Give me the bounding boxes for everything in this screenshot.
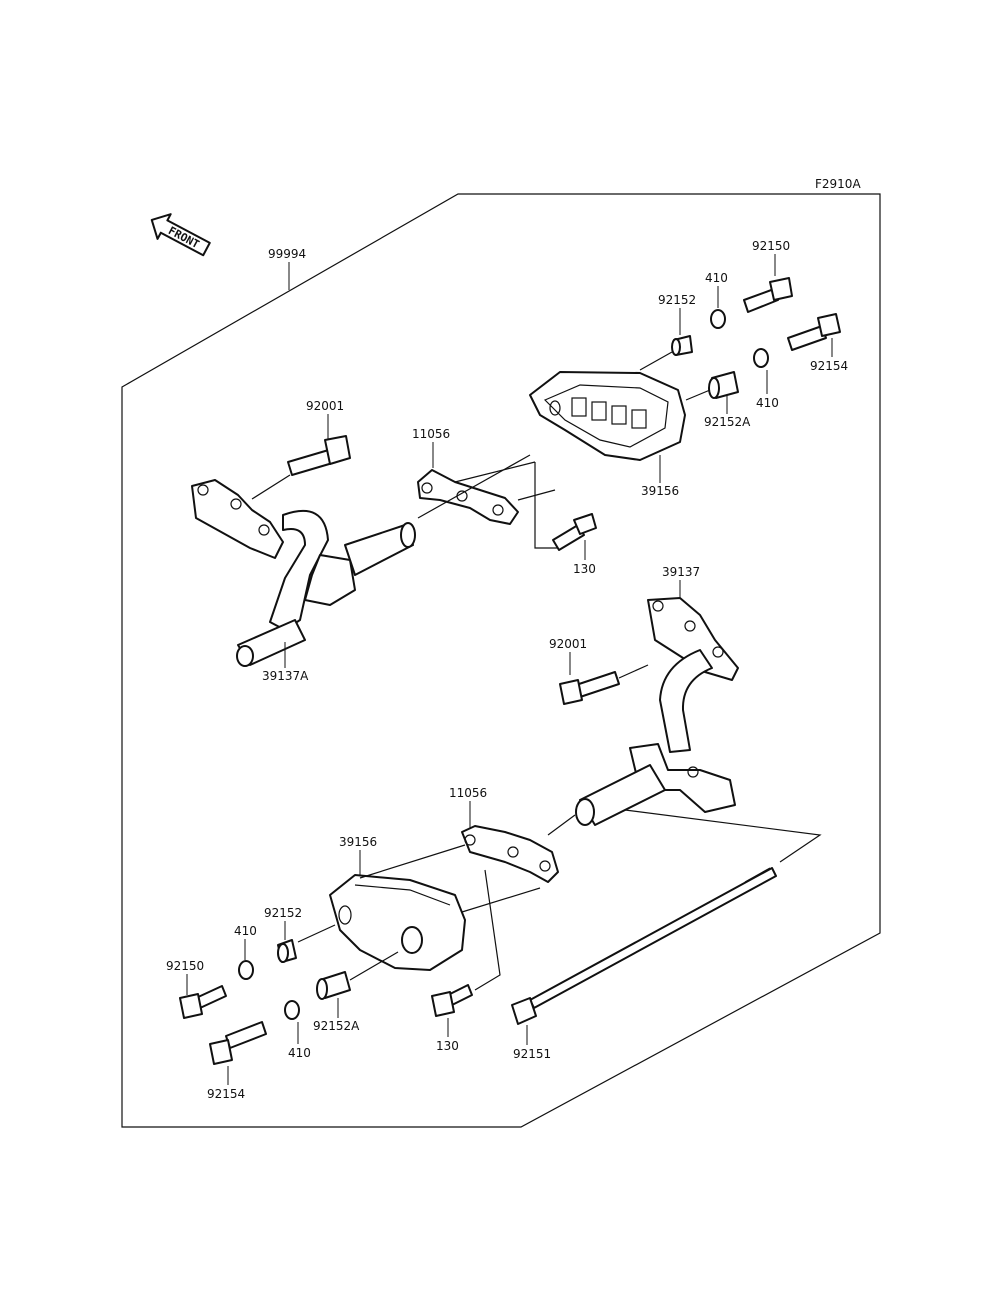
label-bolt-130-lower: 130 [436, 1039, 459, 1053]
figure-code: F2910A [815, 177, 861, 191]
label-bolt-lower-92150: 92150 [166, 959, 204, 973]
washer-410-upper-2 [753, 348, 769, 368]
label-bolt-upper-92154: 92154 [810, 359, 848, 373]
label-bolt-upper-92150: 92150 [752, 239, 790, 253]
bolt-92001-lower [559, 671, 620, 705]
collar-92152-upper [671, 335, 693, 356]
assembly-line [547, 814, 576, 836]
bolt-92154-upper [787, 313, 841, 351]
assembly-line [618, 664, 649, 679]
washer-410-lower-2 [284, 1000, 300, 1020]
bolt-130-upper [552, 513, 597, 551]
label-slider-lower: 39156 [339, 835, 377, 849]
label-bolt-lower-92154: 92154 [207, 1087, 245, 1101]
label-collar-upper-a: 92152A [704, 415, 751, 429]
label-collar-upper: 92152 [658, 293, 696, 307]
label-collar-lower-a: 92152A [313, 1019, 360, 1033]
plate-11056-lower [461, 825, 559, 883]
assembly-line [517, 489, 556, 501]
label-washer-lower-1: 410 [234, 924, 257, 938]
bolt-92150-lower [179, 985, 227, 1019]
label-bolt-lower-92001: 92001 [549, 637, 587, 651]
bolt-92001-upper [287, 435, 351, 476]
assembly-line [349, 951, 399, 981]
assembly-line [639, 351, 673, 371]
collar-92152-lower [277, 939, 297, 963]
label-collar-lower: 92152 [264, 906, 302, 920]
label-bolt-upper-left: 92001 [306, 399, 344, 413]
washer-410-lower-1 [238, 960, 254, 980]
label-plate-upper: 11056 [412, 427, 450, 441]
label-washer-upper-2: 410 [756, 396, 779, 410]
assembly-line [251, 474, 291, 500]
assembly-line [417, 454, 531, 519]
plate-11056-upper [417, 469, 519, 525]
label-kit: 99994 [268, 247, 306, 261]
bolt-130-lower [431, 984, 473, 1017]
bracket-39137a [191, 479, 416, 667]
bracket-39137 [575, 597, 739, 826]
front-arrow-icon: FRONT [150, 213, 211, 257]
collar-92152a-lower [316, 971, 351, 1000]
slider-39156-lower [329, 874, 466, 971]
bolt-92154-lower [209, 1021, 267, 1065]
label-bracket-left: 39137A [262, 669, 309, 683]
assembly-line [454, 461, 536, 483]
slider-39156-upper [529, 371, 686, 461]
washer-410-upper-1 [710, 309, 726, 329]
label-washer-lower-2: 410 [288, 1046, 311, 1060]
assembly-line [685, 389, 711, 401]
label-bolt-130-upper: 130 [573, 562, 596, 576]
assembly-line [624, 809, 822, 863]
label-plate-lower: 11056 [449, 786, 487, 800]
collar-92152a-upper [708, 371, 739, 399]
label-slider-upper: 39156 [641, 484, 679, 498]
assembly-line [297, 924, 336, 943]
assembly-line [534, 462, 560, 549]
assembly-line [359, 844, 466, 879]
label-bracket-right: 39137 [662, 565, 700, 579]
label-washer-upper-1: 410 [705, 271, 728, 285]
assembly-line [461, 887, 541, 913]
label-long-bolt: 92151 [513, 1047, 551, 1061]
bolt-92150-upper [743, 277, 793, 313]
bolt-92151-long [511, 867, 777, 1025]
kit-frame [121, 193, 881, 1128]
assembly-line [474, 869, 501, 991]
